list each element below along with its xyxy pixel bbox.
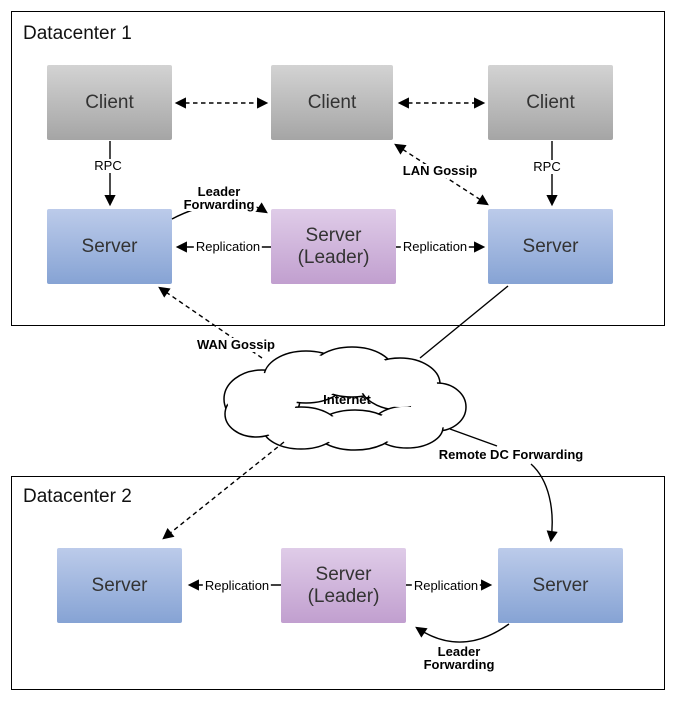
dc2-leader-label-line2: (Leader): [307, 585, 380, 607]
dc1-client-1-label: Client: [85, 91, 134, 113]
dc2-leader-node: Server (Leader): [281, 548, 406, 623]
rpc-right-label: RPC: [531, 159, 563, 174]
replication-dc2-right-label: Replication: [411, 578, 481, 593]
leader-forwarding-dc1-line1: Leader: [197, 184, 241, 199]
dc1-leader-node: Server (Leader): [271, 209, 396, 284]
dc1-server-node-right: Server: [488, 209, 613, 284]
dc1-client-node-1: Client: [47, 65, 172, 140]
wan-gossip-label: WAN Gossip: [194, 337, 278, 352]
datacenter1-title: Datacenter 1: [23, 23, 132, 44]
dc2-server-right-label: Server: [532, 574, 589, 596]
dc1-server-right-label: Server: [522, 235, 579, 257]
dc1-client-node-2: Client: [271, 65, 393, 140]
datacenter2-box: [11, 476, 665, 690]
dc1-leader-label-line1: Server: [305, 224, 362, 246]
dc1-leader-label-line2: (Leader): [297, 246, 370, 268]
dc2-leader-label-line1: Server: [315, 563, 372, 585]
replication-dc2-left-label: Replication: [202, 578, 272, 593]
dc1-server-node-left: Server: [47, 209, 172, 284]
internet-label: Internet: [323, 392, 371, 407]
edge-internet-to-remote-label: [449, 428, 498, 447]
datacenter1-box: [11, 11, 665, 326]
leader-forwarding-dc1-label: Leader Forwarding: [181, 184, 257, 212]
dc2-server-left-label: Server: [91, 574, 148, 596]
lan-gossip-label: LAN Gossip: [400, 163, 480, 178]
dc1-server-left-label: Server: [81, 235, 138, 257]
leader-forwarding-dc2-line1: Leader: [437, 644, 481, 659]
dc2-server-node-left: Server: [57, 548, 182, 623]
replication-dc1-left-label: Replication: [193, 239, 263, 254]
leader-forwarding-dc2-label: Leader Forwarding: [421, 644, 497, 672]
dc1-client-2-label: Client: [307, 91, 357, 113]
dc2-server-node-right: Server: [498, 548, 623, 623]
replication-dc1-right-label: Replication: [400, 239, 470, 254]
datacenter2-title: Datacenter 2: [23, 486, 132, 507]
dc1-client-3-label: Client: [526, 91, 575, 113]
dc1-client-node-3: Client: [488, 65, 613, 140]
remote-dc-forwarding-label: Remote DC Forwarding: [436, 447, 586, 462]
leader-forwarding-dc2-line2: Forwarding: [423, 657, 495, 672]
leader-forwarding-dc1-line2: Forwarding: [183, 197, 255, 212]
rpc-left-label: RPC: [92, 158, 124, 173]
